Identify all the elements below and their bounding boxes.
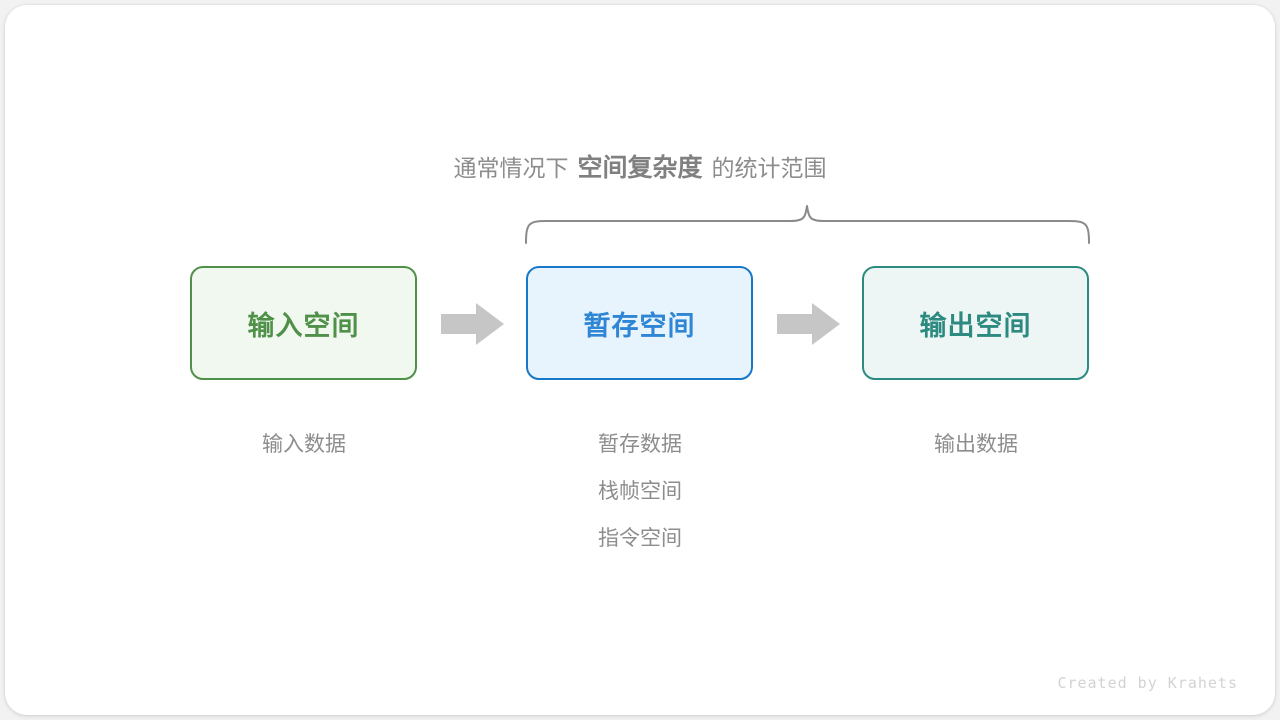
- sublabel-item: 输出数据: [934, 433, 1018, 456]
- arrow-input-to-temp: [441, 303, 504, 345]
- caption-emphasis: 空间复杂度: [577, 154, 703, 182]
- box-input-space-label: 输入空间: [247, 310, 360, 341]
- box-output-space[interactable]: 输出空间: [862, 266, 1089, 380]
- right-block-arrow-icon: [441, 303, 504, 345]
- sublabels-input-space: 输入数据: [184, 421, 424, 468]
- caption-suffix: 的统计范围: [711, 155, 827, 181]
- box-temp-space-label: 暂存空间: [583, 310, 696, 341]
- right-block-arrow-icon: [777, 303, 840, 345]
- sublabel-item: 输入数据: [262, 433, 346, 456]
- arrow-temp-to-output: [777, 303, 840, 345]
- sublabels-output-space: 输出数据: [856, 421, 1096, 468]
- sublabels-temp-space: 暂存数据 栈帧空间 指令空间: [520, 421, 760, 562]
- caption-prefix: 通常情况下: [453, 155, 569, 181]
- box-temp-space[interactable]: 暂存空间: [526, 266, 753, 380]
- scope-brace: [515, 196, 1105, 256]
- box-input-space[interactable]: 输入空间: [190, 266, 417, 380]
- caption-line: 通常情况下空间复杂度的统计范围: [0, 150, 1280, 186]
- sublabel-item: 暂存数据: [598, 433, 682, 456]
- sublabel-item: 栈帧空间: [598, 480, 682, 503]
- curly-brace-icon: [525, 205, 1090, 244]
- credit-text: Created by Krahets: [1057, 674, 1238, 692]
- box-output-space-label: 输出空间: [919, 310, 1032, 341]
- sublabel-item: 指令空间: [598, 527, 682, 550]
